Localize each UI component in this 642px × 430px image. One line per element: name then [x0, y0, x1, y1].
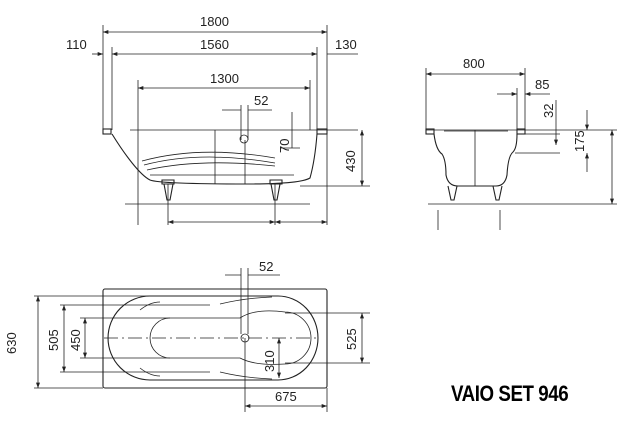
dim-label-52-plan: 52: [259, 259, 273, 274]
tub-end-profile: [433, 133, 518, 187]
tub-outline-plan: [102, 288, 328, 389]
dim-label-52-side: 52: [254, 93, 268, 108]
product-title: VAIO SET 946: [451, 381, 569, 406]
dim-label-1800: 1800: [200, 14, 229, 29]
dim-label-525: 525: [344, 328, 359, 350]
plan-view: 52 630 505 450 525 310 675: [4, 259, 370, 412]
dim-label-110: 110: [66, 37, 87, 52]
dim-label-630: 630: [4, 332, 19, 354]
dim-label-85: 85: [535, 77, 549, 92]
dim-label-70: 70: [277, 139, 292, 153]
tub-side-profile: [111, 133, 318, 185]
dim-label-1560: 1560: [200, 37, 229, 52]
side-view: 1800 1560 110 130 1300 52 70 430: [66, 14, 370, 225]
dim-label-675: 675: [275, 389, 297, 404]
dim-label-130: 130: [335, 37, 357, 52]
end-view: 800 85 32 175: [425, 56, 617, 230]
dim-label-1300: 1300: [210, 71, 239, 86]
dim-label-450: 450: [68, 329, 83, 351]
dim-label-32: 32: [541, 104, 556, 118]
dim-label-505: 505: [46, 329, 61, 351]
dim-label-310: 310: [262, 350, 277, 372]
dim-label-175: 175: [572, 130, 587, 152]
dim-label-800: 800: [463, 56, 485, 71]
dim-label-430: 430: [343, 150, 358, 172]
